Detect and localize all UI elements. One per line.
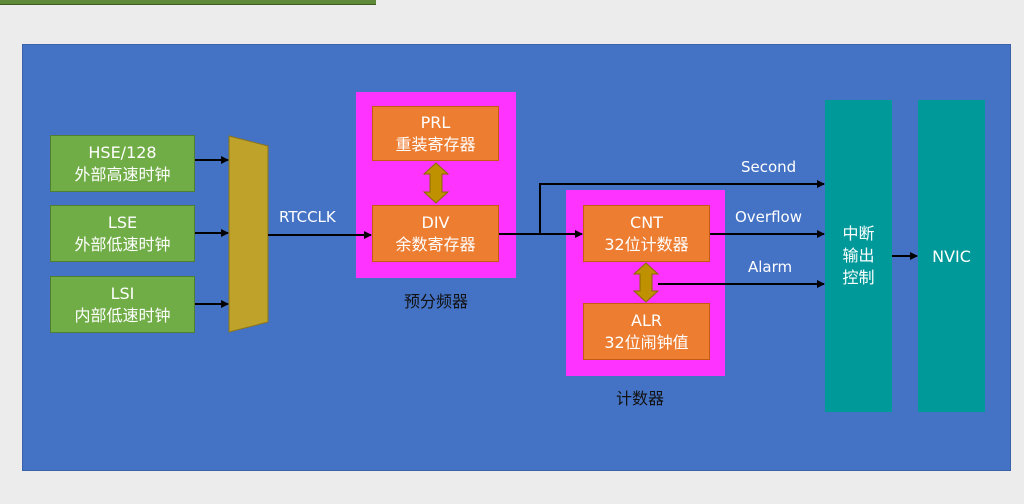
prl-register-box: PRL 重装寄存器 bbox=[372, 106, 499, 161]
cnt-alr-bidir-arrow bbox=[632, 262, 660, 303]
cnt-register-box: CNT 32位计数器 bbox=[583, 205, 710, 262]
interrupt-control-line1: 中断 bbox=[842, 224, 875, 243]
title-bar-fragment bbox=[0, 0, 376, 5]
source-hse-name: HSE/128 bbox=[88, 142, 157, 162]
second-signal-label: Second bbox=[741, 158, 797, 176]
alarm-signal-label: Alarm bbox=[748, 258, 793, 276]
nvic-box: NVIC bbox=[918, 100, 985, 412]
cnt-desc: 32位计数器 bbox=[604, 234, 689, 254]
source-hse-desc: 外部高速时钟 bbox=[74, 164, 171, 184]
nvic-label: NVIC bbox=[932, 246, 971, 266]
source-lsi-box: LSI 内部低速时钟 bbox=[50, 276, 195, 333]
div-name: DIV bbox=[421, 212, 450, 232]
clock-mux bbox=[228, 135, 269, 333]
source-hse-box: HSE/128 外部高速时钟 bbox=[50, 135, 195, 192]
counter-caption: 计数器 bbox=[616, 389, 665, 408]
rtcclk-label: RTCCLK bbox=[279, 208, 336, 226]
interrupt-control-line2: 输出 bbox=[842, 246, 875, 265]
prl-div-bidir-arrow bbox=[422, 162, 450, 204]
cnt-name: CNT bbox=[630, 212, 663, 232]
prl-name: PRL bbox=[420, 112, 451, 132]
alr-register-box: ALR 32位闹钟值 bbox=[583, 303, 710, 360]
source-lse-name: LSE bbox=[107, 212, 138, 232]
interrupt-control-box: 中断 输出 控制 bbox=[825, 100, 892, 412]
alr-desc: 32位闹钟值 bbox=[604, 332, 689, 352]
source-lsi-desc: 内部低速时钟 bbox=[74, 305, 171, 325]
source-lse-desc: 外部低速时钟 bbox=[74, 234, 171, 254]
interrupt-control-line3: 控制 bbox=[842, 268, 875, 287]
second-arrow bbox=[539, 180, 825, 234]
prescaler-caption: 预分频器 bbox=[404, 292, 469, 311]
div-desc: 余数寄存器 bbox=[395, 234, 476, 254]
prl-desc: 重装寄存器 bbox=[395, 134, 476, 154]
alr-name: ALR bbox=[631, 310, 662, 330]
div-register-box: DIV 余数寄存器 bbox=[372, 205, 499, 262]
source-lse-box: LSE 外部低速时钟 bbox=[50, 205, 195, 262]
source-lsi-name: LSI bbox=[110, 283, 135, 303]
overflow-signal-label: Overflow bbox=[735, 208, 802, 226]
